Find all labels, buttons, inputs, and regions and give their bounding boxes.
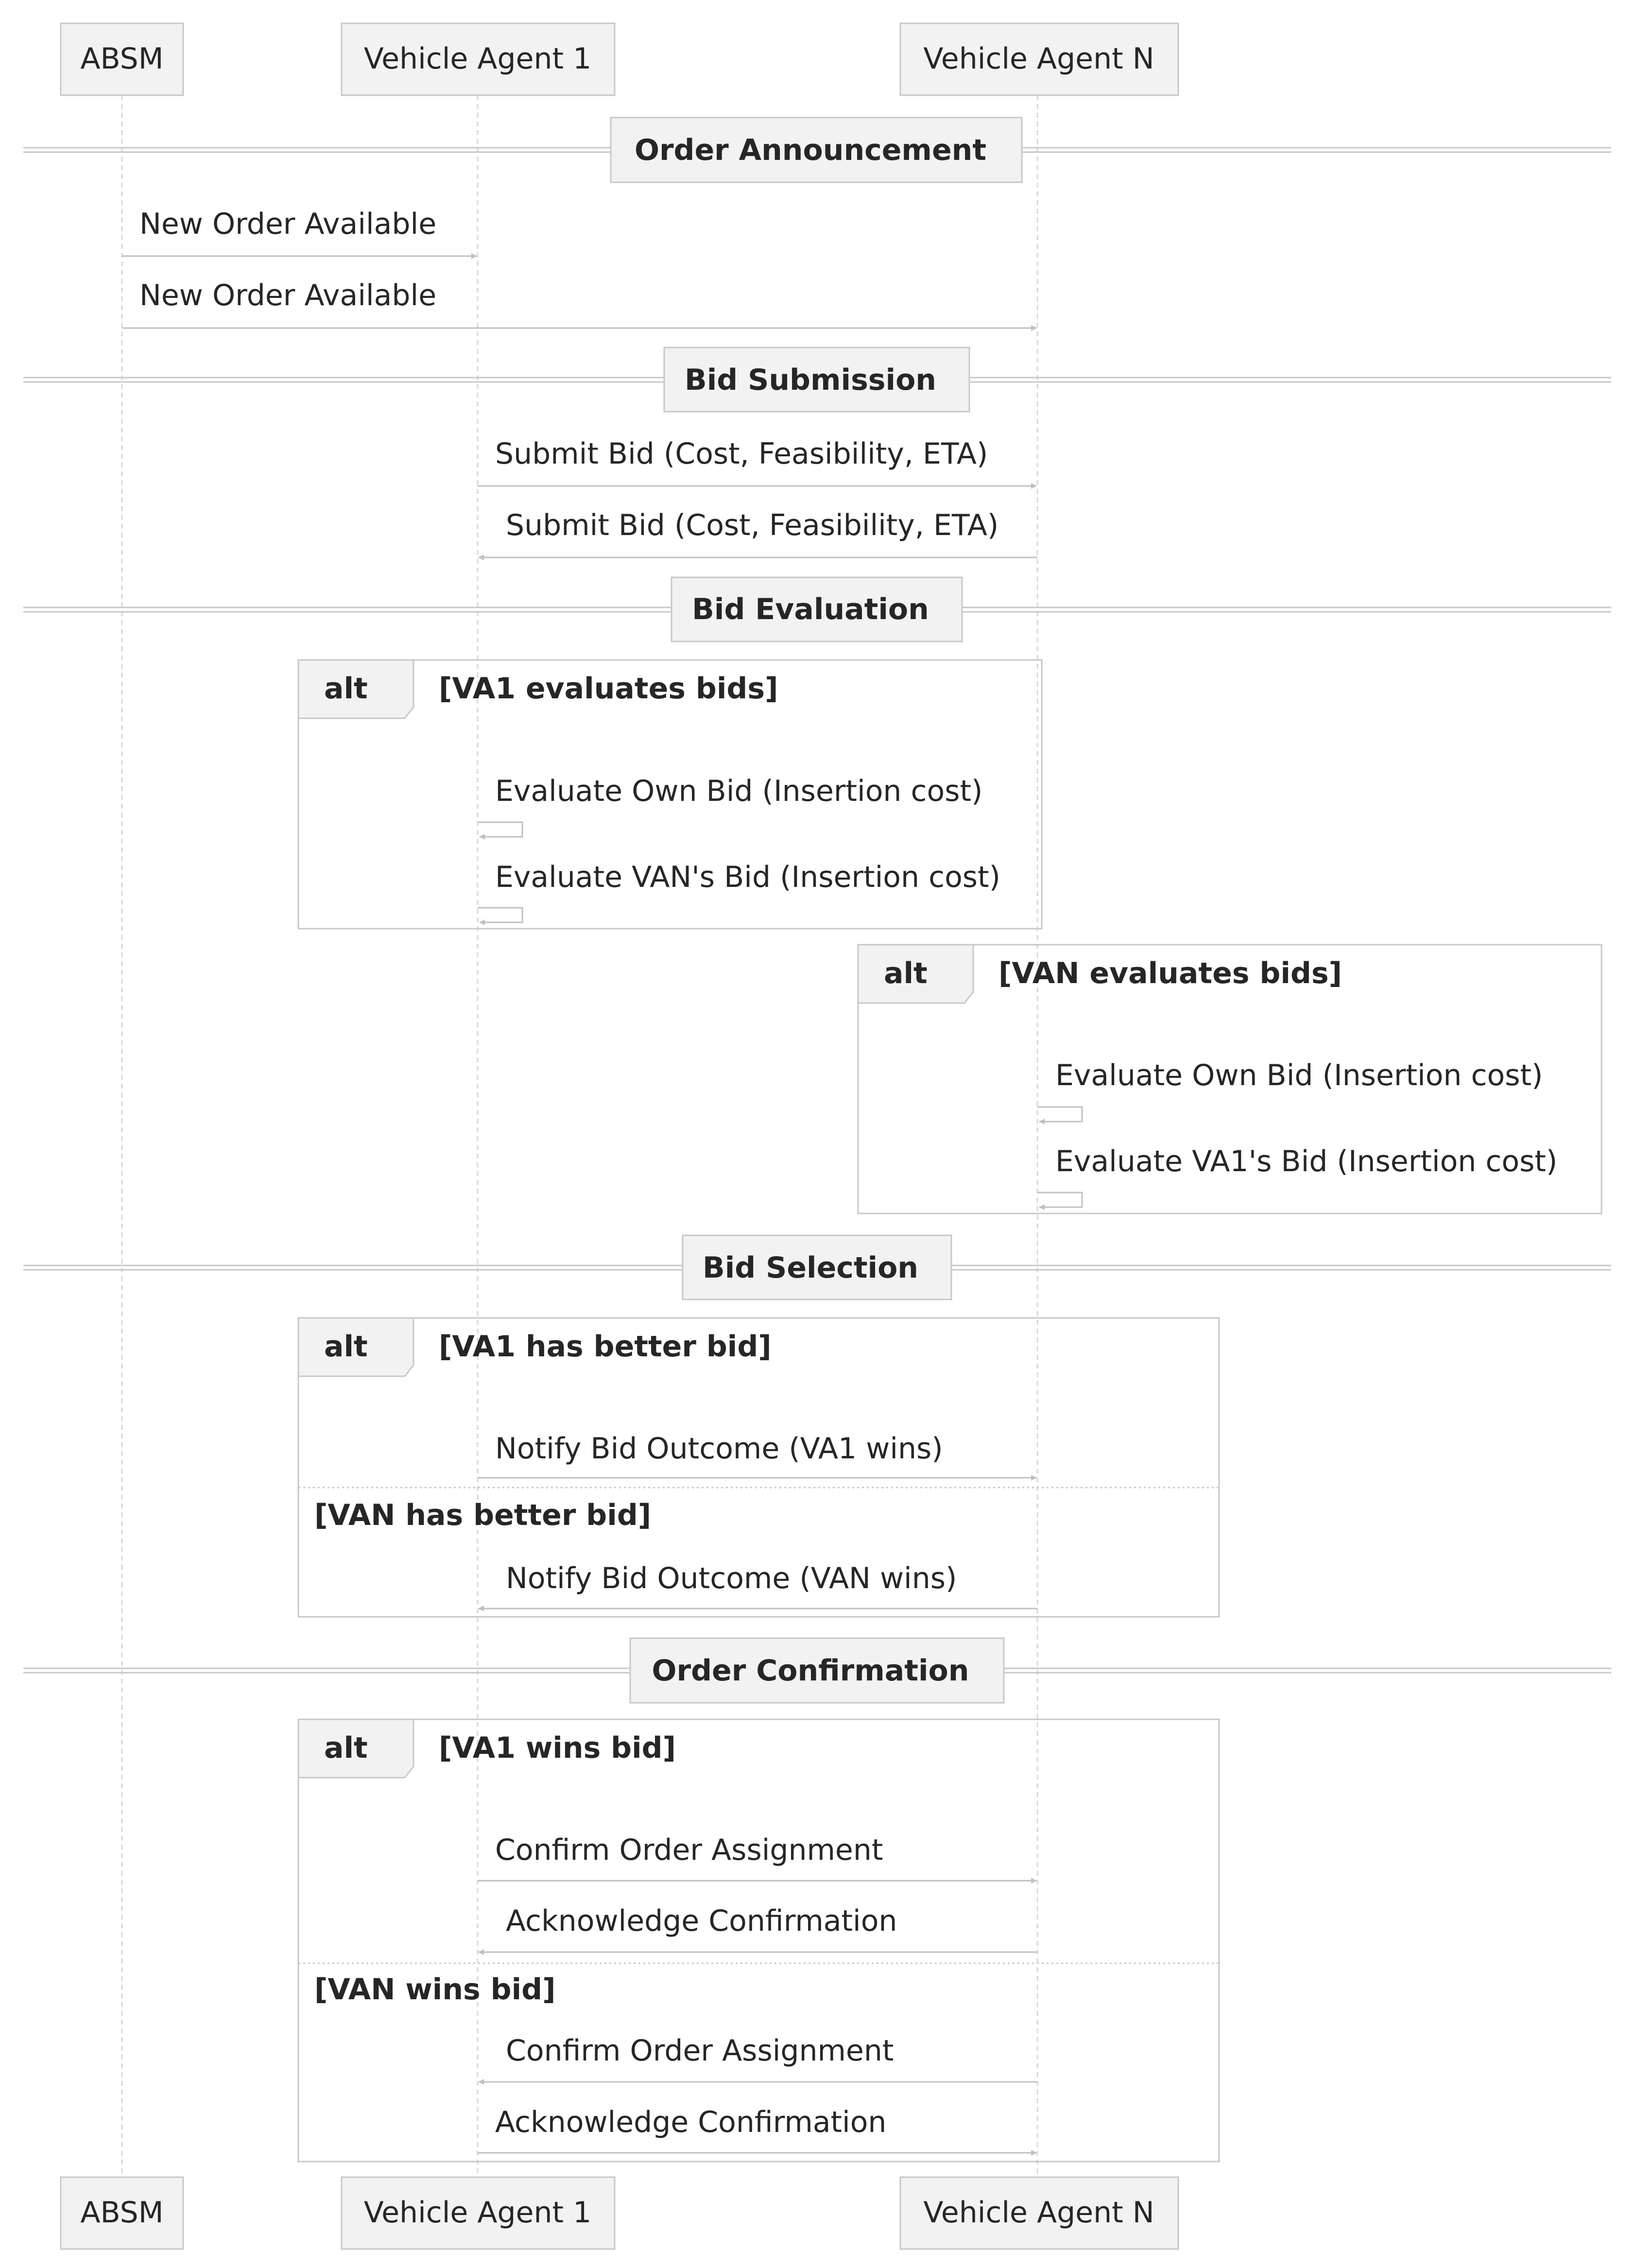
message-va1-eval-own: Evaluate Own Bid (Insertion cost) [478,774,982,840]
participant-van-bottom: Vehicle Agent N [899,2176,1179,2250]
message-label: New Order Available [139,278,436,312]
fragment-va1-evaluates: alt [VA1 evaluates bids] Evaluate Own Bi… [297,659,1043,930]
fragment-guard: [VA1 wins bid] [439,1731,676,1765]
participant-label: Vehicle Agent N [923,42,1154,76]
message-label: Confirm Order Assignment [506,2034,894,2068]
participant-va1-bottom: Vehicle Agent 1 [341,2176,616,2250]
lifelines [121,95,1038,2177]
message-label: Evaluate Own Bid (Insertion cost) [495,774,982,808]
section-bid-evaluation: Bid Evaluation [23,576,1611,642]
fragment-guard: [VA1 has better bid] [439,1330,772,1364]
message-confirm-van: Confirm Order Assignment [478,2034,1037,2085]
message-outcome-va1: Notify Bid Outcome (VA1 wins) [478,1432,1037,1481]
participant-va1-top: Vehicle Agent 1 [341,22,616,96]
message-label: Submit Bid (Cost, Feasibility, ETA) [495,437,988,471]
participant-label: ABSM [80,2196,163,2230]
fragment-guard: [VA1 evaluates bids] [439,672,778,706]
section-order-announcement: Order Announcement [23,117,1611,183]
message-new-order-van: New Order Available [122,278,1037,331]
participant-absm-top: ABSM [60,22,184,96]
message-confirm-va1: Confirm Order Assignment [478,1833,1037,1884]
fragment-order-confirmation: alt [VA1 wins bid] Confirm Order Assignm… [297,1718,1220,2163]
fragment-alt-label: alt [884,956,928,990]
section-title: Order Announcement [635,133,986,167]
message-van-eval-own: Evaluate Own Bid (Insertion cost) [1037,1058,1543,1125]
participant-label: Vehicle Agent 1 [364,42,592,76]
fragment-guard: [VAN wins bid] [314,1973,556,2007]
fragment-alt-label: alt [324,1731,368,1765]
message-label: Evaluate Own Bid (Insertion cost) [1055,1058,1543,1092]
section-title: Bid Submission [685,363,936,397]
message-bid-van: Submit Bid (Cost, Feasibility, ETA) [478,508,1037,560]
message-bid-va1: Submit Bid (Cost, Feasibility, ETA) [478,437,1037,489]
fragment-alt-label: alt [324,1330,368,1364]
message-new-order-va1: New Order Available [122,207,477,259]
message-ack-van: Acknowledge Confirmation [478,2105,1037,2156]
fragment-alt-label: alt [324,672,368,706]
participant-label: ABSM [80,42,163,76]
fragment-guard: [VAN has better bid] [314,1498,651,1532]
message-label: Notify Bid Outcome (VAN wins) [506,1561,957,1595]
message-label: Evaluate VA1's Bid (Insertion cost) [1055,1144,1557,1178]
section-bid-selection: Bid Selection [23,1234,1611,1300]
section-bid-submission: Bid Submission [23,346,1611,413]
section-title: Bid Evaluation [692,592,929,626]
message-van-eval-va1: Evaluate VA1's Bid (Insertion cost) [1037,1144,1557,1210]
fragment-van-evaluates: alt [VAN evaluates bids] Evaluate Own Bi… [857,944,1602,1214]
participant-van-top: Vehicle Agent N [899,22,1179,96]
section-title: Bid Selection [703,1251,918,1285]
message-label: Evaluate VAN's Bid (Insertion cost) [495,860,1000,894]
message-label: Acknowledge Confirmation [495,2105,886,2139]
message-label: Notify Bid Outcome (VA1 wins) [495,1432,943,1466]
message-label: New Order Available [139,207,436,241]
section-order-confirmation: Order Confirmation [23,1637,1611,1704]
fragment-guard: [VAN evaluates bids] [998,956,1342,990]
message-ack-va1: Acknowledge Confirmation [478,1904,1037,1955]
participant-label: Vehicle Agent N [923,2196,1154,2230]
participant-label: Vehicle Agent 1 [364,2196,592,2230]
message-label: Submit Bid (Cost, Feasibility, ETA) [506,508,998,542]
participant-absm-bottom: ABSM [60,2176,184,2250]
section-title: Order Confirmation [652,1654,969,1688]
message-label: Acknowledge Confirmation [506,1904,897,1938]
fragment-bid-selection: alt [VA1 has better bid] Notify Bid Outc… [297,1317,1220,1618]
message-label: Confirm Order Assignment [495,1833,883,1867]
message-va1-eval-van: Evaluate VAN's Bid (Insertion cost) [478,860,1000,925]
message-outcome-van: Notify Bid Outcome (VAN wins) [478,1561,1037,1611]
